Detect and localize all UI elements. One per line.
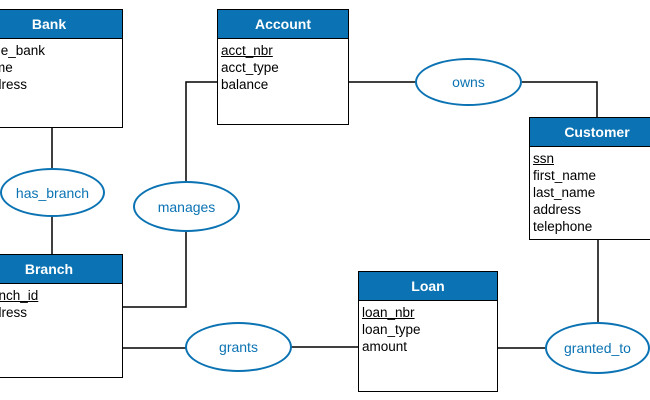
relationship-granted-to-label: granted_to — [564, 340, 631, 356]
relationship-has-branch-label: has_branch — [15, 184, 90, 201]
entity-primary-key: branch_id — [0, 288, 39, 303]
entity-attribute: first_name — [533, 168, 597, 183]
entity-primary-key: loan_nbr — [362, 305, 415, 320]
entity-primary-key: acct_nbr — [221, 43, 273, 58]
entity-bank-title: Bank — [0, 10, 122, 39]
connector-manages-account — [185, 81, 219, 182]
relationship-grants[interactable]: grants — [185, 322, 292, 372]
entity-loan-attributes: loan_nbr loan_type amount — [359, 301, 497, 355]
relationship-has-branch[interactable]: has_branch — [0, 168, 105, 217]
entity-customer-attributes: ssn first_name last_name address telepho… — [530, 147, 650, 235]
entity-branch-title: Branch — [0, 255, 122, 284]
entity-attribute: address — [0, 77, 28, 92]
entity-attribute: address — [533, 202, 582, 217]
entity-attribute: acct_type — [221, 60, 279, 75]
connector-branch-manages — [123, 232, 187, 308]
entity-customer-title: Customer — [530, 118, 650, 147]
entity-account-attributes: acct_nbr acct_type balance — [218, 39, 348, 93]
entity-loan-title: Loan — [359, 272, 497, 301]
relationship-granted-to[interactable]: granted_to — [545, 322, 650, 374]
entity-attribute: code_bank — [0, 43, 46, 58]
connector-owns-customer — [522, 81, 598, 118]
entity-loan[interactable]: Loan loan_nbr loan_type amount — [358, 271, 498, 392]
entity-attribute: name — [0, 60, 13, 75]
relationship-manages[interactable]: manages — [133, 181, 240, 232]
entity-customer[interactable]: Customer ssn first_name last_name addres… — [529, 117, 650, 240]
entity-bank[interactable]: Bank code_bank name address — [0, 9, 123, 128]
relationship-owns-label: owns — [452, 74, 485, 90]
entity-attribute: amount — [362, 339, 408, 354]
entity-account[interactable]: Account acct_nbr acct_type balance — [217, 9, 349, 125]
entity-attribute: last_name — [533, 185, 596, 200]
entity-bank-attributes: code_bank name address — [0, 39, 122, 93]
relationship-manages-label: manages — [157, 198, 216, 215]
entity-attribute: loan_type — [362, 322, 421, 337]
entity-attribute: telephone — [533, 219, 593, 234]
entity-branch-attributes: branch_id address — [0, 284, 122, 321]
entity-attribute: address — [0, 305, 28, 320]
relationship-grants-label: grants — [219, 339, 258, 355]
relationship-owns[interactable]: owns — [415, 58, 522, 106]
entity-primary-key: ssn — [533, 151, 555, 166]
entity-account-title: Account — [218, 10, 348, 39]
entity-attribute: balance — [221, 77, 269, 92]
entity-branch[interactable]: Branch branch_id address — [0, 254, 123, 378]
